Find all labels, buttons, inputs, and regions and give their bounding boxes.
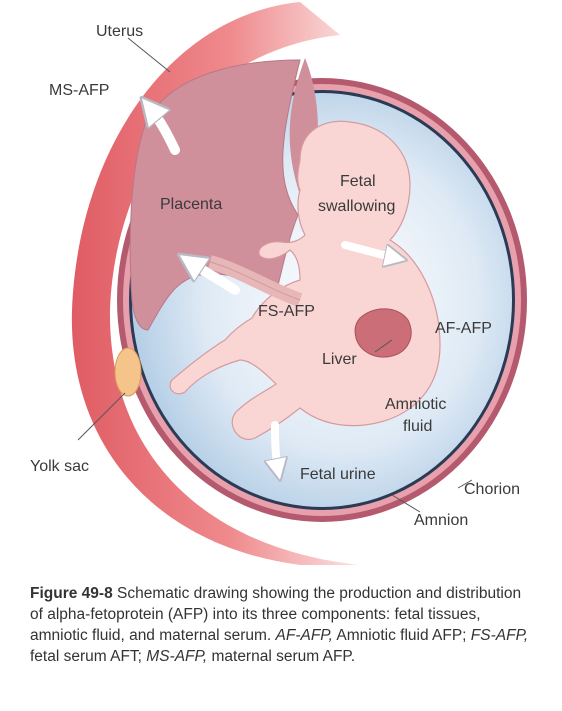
abbr-ms-afp: MS-AFP, — [146, 648, 208, 665]
abbr-af-afp: AF-AFP, — [275, 627, 333, 644]
fetal-urine-label: Fetal urine — [300, 466, 376, 483]
ms-afp-arrow — [150, 108, 180, 155]
fetal-swallowing-arrow — [341, 241, 396, 258]
figure-number: Figure 49-8 — [30, 585, 113, 602]
af-afp-label: AF-AFP — [435, 320, 492, 337]
fetal-urine-arrow — [275, 421, 278, 470]
fs-afp-arrow — [190, 262, 240, 295]
def-af-afp: Amniotic fluid AFP; — [332, 627, 471, 644]
fs-afp-label: FS-AFP — [258, 303, 315, 320]
liver-label: Liver — [322, 351, 357, 368]
amnion-label: Amnion — [414, 512, 468, 529]
uterus-label: Uterus — [96, 23, 143, 40]
uterus-leader-line — [127, 37, 171, 73]
chorion-leader-line — [457, 479, 473, 489]
def-ms-afp: maternal serum AFP. — [207, 648, 356, 665]
umbilical-cord-edge — [209, 261, 301, 301]
liver — [354, 308, 412, 358]
yolk-sac-label: Yolk sac — [30, 458, 89, 475]
yolk-sac-leader-line — [77, 392, 126, 441]
uterus-wall — [40, 0, 440, 575]
figure-caption: Figure 49-8 Schematic drawing showing th… — [30, 583, 535, 667]
amnion-leader-line — [391, 494, 421, 513]
amniotic-fluid-label-line1: Amniotic — [385, 396, 446, 413]
amniotic-fluid-label-line2: fluid — [403, 418, 432, 435]
fetal-swallowing-label-line2: swallowing — [318, 198, 395, 215]
afp-distribution-diagram: Uterus MS-AFP Placenta Fetal swallowing … — [30, 0, 527, 575]
caption-text: Schematic drawing showing the production… — [30, 585, 522, 644]
def-fs-afp: fetal serum AFT; — [30, 648, 147, 665]
fetal-swallowing-label-line1: Fetal — [340, 173, 376, 190]
ms-afp-label: MS-AFP — [49, 82, 109, 99]
liver-leader-line — [374, 339, 393, 353]
yolk-sac — [114, 347, 142, 397]
placenta-label: Placenta — [160, 196, 222, 213]
chorion-label: Chorion — [464, 481, 520, 498]
abbr-fs-afp: FS-AFP, — [470, 627, 529, 644]
